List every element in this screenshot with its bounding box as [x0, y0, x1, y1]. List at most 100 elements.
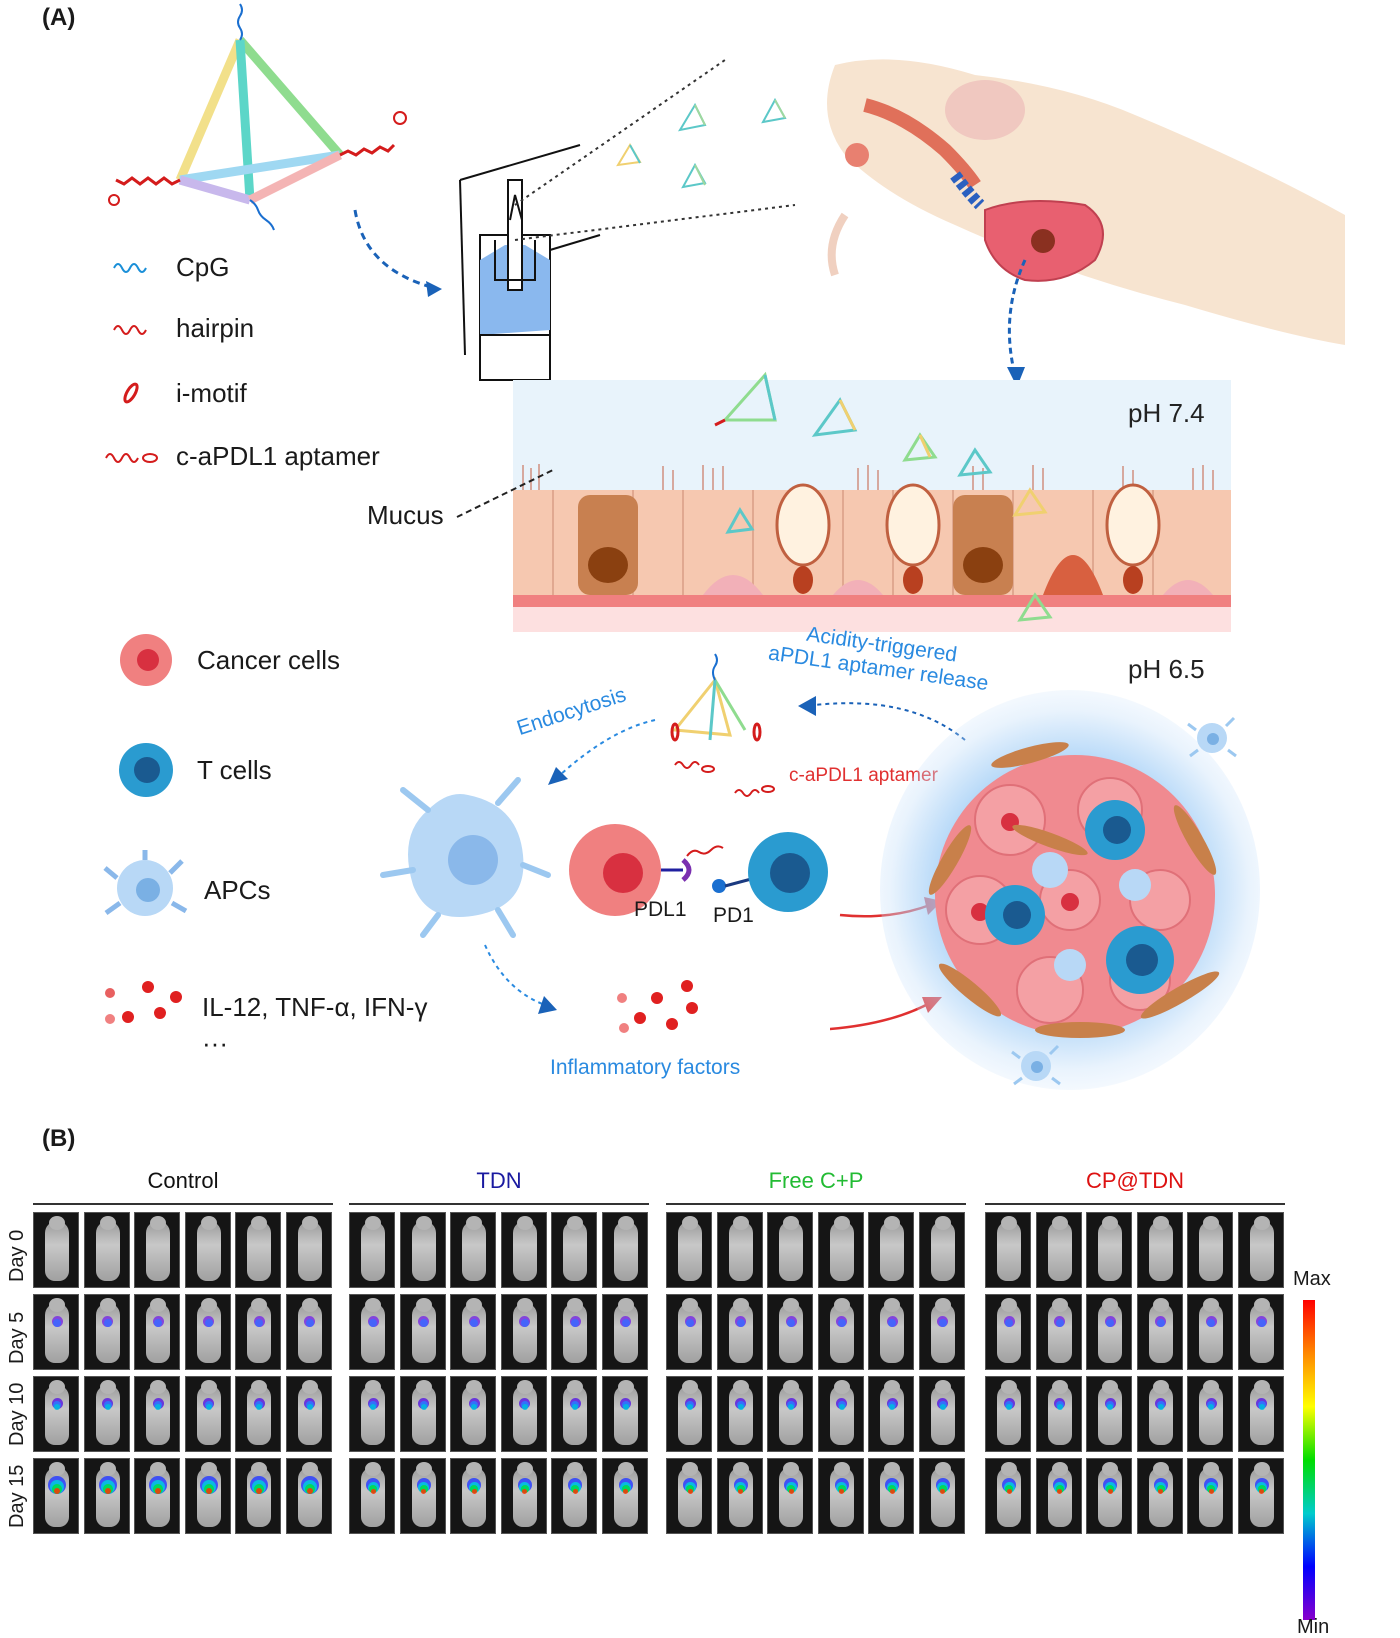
signal-spot	[1259, 1488, 1264, 1494]
signal-spot	[889, 1404, 895, 1410]
mouse-head	[466, 1462, 482, 1476]
mouse-body	[45, 1385, 69, 1445]
bli-image	[1086, 1294, 1132, 1370]
mouse-body	[728, 1385, 753, 1445]
arrow-to-nebulizer-icon	[353, 209, 442, 297]
mouse-head	[934, 1298, 951, 1312]
mouse-body	[779, 1467, 803, 1527]
signal-spot	[1106, 1319, 1114, 1327]
mouse-head	[783, 1216, 799, 1230]
day-label-0: Day 0	[6, 1229, 28, 1282]
bli-image	[83, 1212, 130, 1288]
bli-image	[918, 1458, 965, 1534]
mouse-head	[150, 1298, 166, 1312]
bli-image	[399, 1212, 446, 1288]
mouse-body	[411, 1221, 436, 1281]
signal-spot	[938, 1319, 947, 1327]
mouse-body	[512, 1221, 537, 1281]
mouse-body	[1047, 1221, 1072, 1281]
bli-image	[868, 1458, 914, 1534]
mouse-body	[779, 1221, 803, 1281]
mouse-head	[251, 1216, 267, 1230]
bli-image	[1136, 1212, 1183, 1288]
bli-image	[1035, 1376, 1082, 1452]
signal-spot	[788, 1488, 794, 1494]
mouse-head	[251, 1462, 267, 1476]
free-aptamer-icon	[674, 761, 775, 797]
cancer-cell-icon	[120, 634, 172, 686]
mouse-head	[49, 1298, 65, 1312]
bli-image	[450, 1458, 496, 1534]
mouse-head	[617, 1216, 634, 1230]
bli-image	[767, 1212, 813, 1288]
mouse-head	[682, 1462, 698, 1476]
mouse-body	[563, 1221, 587, 1281]
bli-image	[285, 1212, 332, 1288]
signal-spot	[256, 1488, 262, 1494]
tumor-illustration	[928, 742, 1220, 1038]
mouse-head	[682, 1216, 698, 1230]
group-title-2: Free C+P	[768, 1168, 864, 1193]
mouse-head	[833, 1380, 850, 1394]
bli-image	[716, 1376, 763, 1452]
bli-image	[1187, 1458, 1233, 1534]
signal-spot	[837, 1319, 846, 1327]
floating-apc-bottom-icon	[1011, 1044, 1061, 1086]
arrow-to-lung-tissue-icon	[1007, 259, 1027, 387]
mouse-head	[833, 1216, 850, 1230]
mouse-body	[146, 1221, 170, 1281]
arrow-to-inflammatory-icon	[484, 944, 557, 1014]
bli-image	[601, 1458, 648, 1534]
legend-cancer-cells: Cancer cells	[197, 645, 341, 675]
bli-image	[817, 1458, 864, 1534]
mouse-body	[1047, 1303, 1072, 1363]
signal-spot	[1208, 1488, 1214, 1494]
signal-spot	[888, 1319, 896, 1327]
mouse-head	[783, 1462, 799, 1476]
signal-spot	[370, 1404, 376, 1410]
mouse-head	[1102, 1380, 1118, 1394]
signal-spot	[1005, 1319, 1013, 1327]
mouse-body	[1148, 1303, 1173, 1363]
bli-image	[285, 1376, 332, 1452]
bli-image	[868, 1376, 914, 1452]
mouse-head	[415, 1216, 432, 1230]
mouse-body	[196, 1303, 221, 1363]
apc-large-icon	[380, 777, 551, 938]
bli-image	[500, 1458, 547, 1534]
mouse-head	[516, 1380, 533, 1394]
cytokines-icon	[105, 981, 182, 1024]
day-label-3: Day 15	[6, 1464, 28, 1528]
group-rule-3	[985, 1203, 1285, 1205]
group-title-1: TDN	[476, 1168, 522, 1193]
bli-image	[349, 1212, 395, 1288]
colorbar-max-label: Max	[1293, 1268, 1331, 1290]
mouse-body	[1148, 1467, 1173, 1527]
mouse-head	[1051, 1380, 1068, 1394]
bli-image	[716, 1458, 763, 1534]
signal-spot	[1057, 1488, 1062, 1494]
bli-image	[666, 1458, 712, 1534]
signal-spot	[787, 1319, 795, 1327]
inflammatory-factors-label: Inflammatory factors	[550, 1056, 741, 1079]
bli-image	[450, 1294, 496, 1370]
bli-image	[285, 1458, 332, 1534]
signal-spot	[687, 1488, 693, 1494]
mouse-body	[462, 1221, 486, 1281]
mouse-body	[512, 1303, 537, 1363]
pd1-label: PD1	[713, 904, 754, 927]
bli-image	[500, 1294, 547, 1370]
mouse-body	[1199, 1303, 1223, 1363]
group-rule-1	[349, 1203, 649, 1205]
mouse-body	[95, 1221, 120, 1281]
mouse-head	[516, 1298, 533, 1312]
signal-spot	[572, 1488, 578, 1494]
bli-image	[1035, 1458, 1082, 1534]
mouse-head	[1203, 1216, 1219, 1230]
mouse-head	[884, 1216, 900, 1230]
aptamer-icon	[105, 453, 158, 463]
mouse-head	[1051, 1298, 1068, 1312]
signal-spot	[839, 1488, 844, 1494]
mouse-head	[732, 1462, 749, 1476]
mouse-head	[732, 1216, 749, 1230]
